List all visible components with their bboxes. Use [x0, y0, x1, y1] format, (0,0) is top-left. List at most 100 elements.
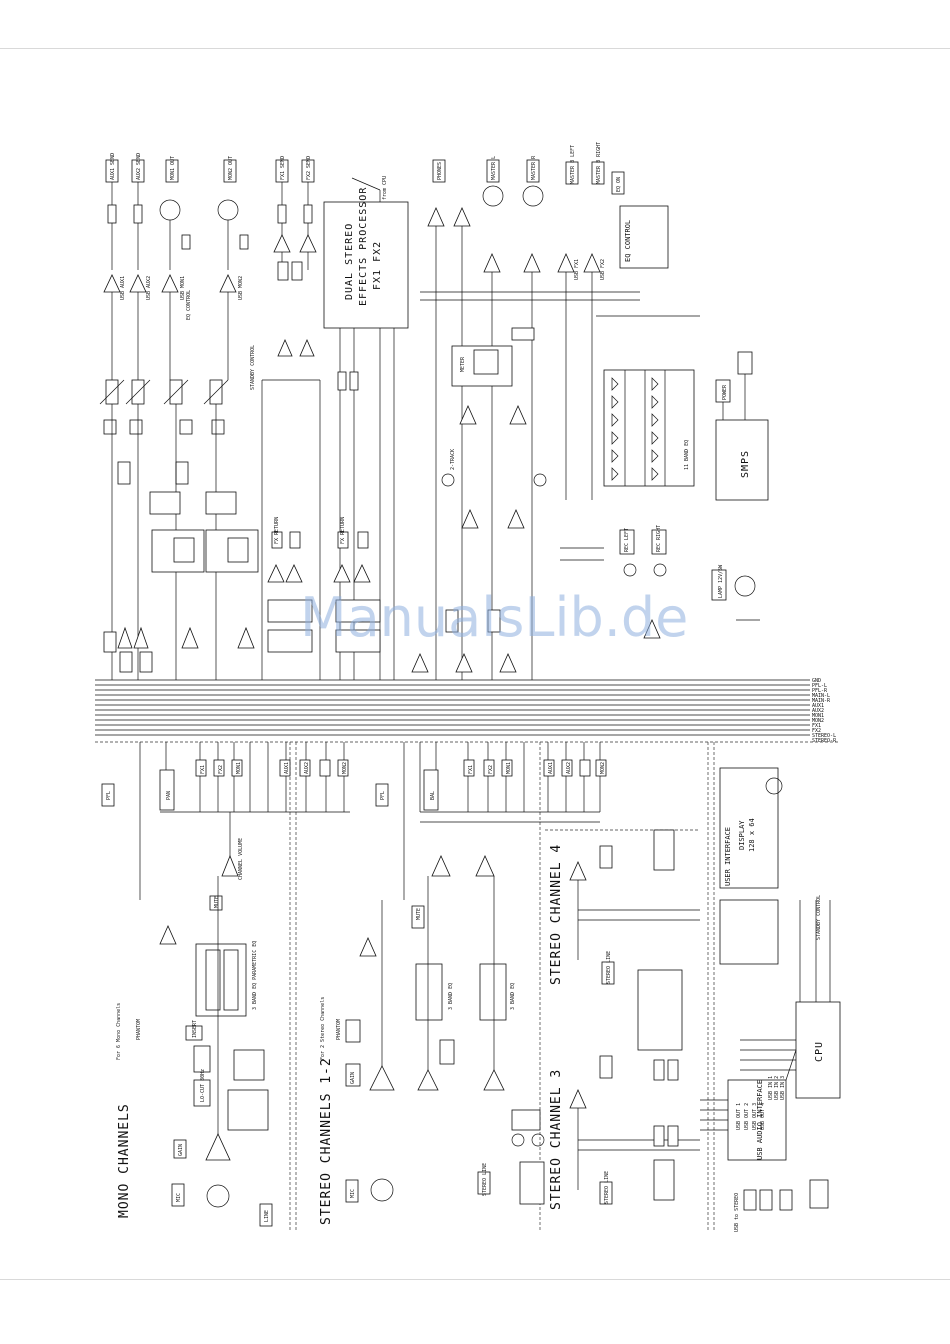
bus-label: PFL-L	[812, 683, 827, 689]
usb-fx2-label: USB FX2	[600, 259, 606, 280]
aux1-send-label: AUX1 SEND	[110, 153, 116, 180]
title-stereo-channels-12: STEREO CHANNELS 1-2	[319, 1057, 334, 1225]
master-r-label: MASTER R	[531, 155, 537, 180]
bus-label: MON1	[812, 713, 824, 719]
fx2-send-label: FX2 SEND	[306, 156, 312, 180]
fx2-label-mono: FX2	[218, 765, 224, 774]
bus-label: STEREO-R	[812, 738, 837, 744]
section-dividers	[95, 741, 840, 1232]
gain-label-st: GAIN	[350, 1072, 356, 1084]
usb-mon2-label: USB MON2	[238, 276, 244, 300]
aux1-label-mono: AUX1	[284, 762, 290, 774]
mon2-label-st: MON2	[600, 762, 606, 774]
usb-aux1-label: USB AUX1	[120, 276, 126, 300]
mon1-out-label: MON1 OUT	[170, 156, 176, 180]
aux2-label-mono: AUX2	[304, 762, 310, 774]
from-cpu-label: from CPU	[382, 176, 388, 200]
bus-label: AUX1	[812, 703, 824, 709]
title-stereo-channel-4: STEREO CHANNEL 4	[549, 844, 564, 985]
standby-control-label-2: STANDBY CONTROL	[816, 895, 822, 940]
usb-out-4-label: USB OUT 4	[760, 1103, 766, 1130]
bus-labels: GNDPFL-LPFL-RMAIN-LMAIN-RAUX1AUX2MON1MON…	[812, 678, 837, 744]
usb-in-1-label: USB IN 1	[768, 1076, 774, 1100]
fx1-send-label: FX1 SEND	[280, 156, 286, 180]
rec-left-label: REC LEFT	[624, 528, 630, 552]
bus-label: FX2	[812, 728, 821, 734]
eq-on-label: EQ ON	[616, 177, 622, 192]
master-l-label: MASTER L	[491, 156, 497, 180]
mic-label-mono: MIC	[176, 1193, 182, 1202]
mute-label-st: MUTE	[416, 908, 422, 920]
fx-processor-line2: EFFECTS PROCESSOR	[358, 187, 369, 306]
cpu-usb-ui	[700, 767, 841, 1211]
fx1-label-st: FX1	[468, 765, 474, 774]
gain-label-mono: GAIN	[178, 1144, 184, 1156]
stereo-line-label-4: STEREO LINE	[606, 951, 612, 984]
phantom-label-mono: PHANTOM	[136, 1019, 142, 1040]
mon1-label-mono: MON1	[236, 762, 242, 774]
standby-control-label: STANDBY CONTROL	[250, 345, 256, 390]
diagram-labels: MONO CHANNELS STEREO CHANNELS 1-2 STEREO…	[106, 142, 825, 1232]
mono-channel-strip	[101, 742, 350, 1227]
fx2-label-st: FX2	[488, 765, 494, 774]
usb-aux2-label: USB AUX2	[146, 276, 152, 300]
pfl-label: PFL	[106, 791, 112, 800]
mic-label-st: MIC	[350, 1189, 356, 1198]
meters-label: 11 BAND EQ	[684, 440, 690, 470]
aux2-label-st: AUX2	[566, 762, 572, 774]
mon1-label-st: MON1	[506, 762, 512, 774]
phones-label: PHONES	[437, 162, 443, 180]
aux2-send-label: AUX2 SEND	[136, 153, 142, 180]
master-b-right-label: MASTER B RIGHT	[596, 142, 602, 184]
smps-label: SMPS	[740, 450, 751, 478]
lamp-label: LAMP 12V/5W	[718, 564, 724, 598]
bus-label: MON2	[812, 718, 824, 724]
usb-out-2-label: USB OUT 2	[744, 1103, 750, 1130]
usb-audio-interface-label: USB AUDIO INTERFACE	[756, 1080, 764, 1160]
fx-processor-line3: FX1 FX2	[372, 241, 383, 290]
eq-3band-st1-label: 3 BAND EQ	[448, 983, 454, 1010]
pan-label: PAN	[166, 791, 172, 800]
bus-label: MAIN-L	[812, 693, 830, 699]
bus-label: AUX2	[812, 708, 824, 714]
rec-right-label: REC RIGHT	[656, 525, 662, 552]
usb-out-3-label: USB OUT 3	[752, 1103, 758, 1130]
channel-volume-label: CHANNEL VOLUME	[238, 838, 244, 880]
title-stereo-channel-3: STEREO CHANNEL 3	[549, 1069, 564, 1210]
user-interface-label: USER INTERFACE	[724, 827, 732, 886]
eq-control-label: EQ CONTROL	[624, 220, 632, 262]
top-page-rule	[0, 48, 950, 49]
insert-label: INSERT	[192, 1020, 198, 1038]
title-mono-channels: MONO CHANNELS	[117, 1103, 132, 1218]
usb-to-stereo-label: USB to STEREO	[734, 1193, 740, 1232]
for-2-stereo-label: For 2 Stereo Channels	[320, 997, 326, 1060]
eq-3band-mono-label: 3 BAND EQ PARAMETRIC EQ	[252, 941, 258, 1010]
smps-power	[711, 351, 769, 621]
pfl-label-st: PFL	[380, 791, 386, 800]
fx-return-label-1: FX RETURN	[274, 517, 280, 544]
for-6-mono-label: For 6 Mono Channels	[116, 1003, 122, 1060]
bus-label: FX1	[812, 723, 821, 729]
bus-label: PFL-R	[812, 688, 828, 694]
fx1-label-mono: FX1	[200, 765, 206, 774]
fx-return-label-2: FX RETURN	[340, 517, 346, 544]
master-b-left-label: MASTER B LEFT	[570, 145, 576, 184]
bottom-page-rule	[0, 1279, 950, 1280]
fx-processor	[261, 159, 409, 680]
watermark: ManualsLib.de	[300, 586, 688, 649]
meter-label: METER	[460, 356, 466, 372]
display-label-2: 128 x 64	[748, 818, 756, 852]
stereo-channel-12-strip	[345, 742, 607, 1205]
power-label: POWER	[722, 384, 728, 400]
cpu-label: CPU	[814, 1041, 825, 1062]
display-label-1: DISPLAY	[738, 820, 746, 850]
fx-processor-line1: DUAL STEREO	[344, 223, 355, 300]
line-label-mono: LINE	[264, 1210, 270, 1222]
usb-out-1-label: USB OUT 1	[736, 1103, 742, 1130]
bus-lines	[95, 679, 810, 736]
bus-label: MAIN-R	[812, 698, 831, 704]
usb-in-2-label: USB IN 2	[774, 1076, 780, 1100]
usb-mon1-label: USB MON1	[180, 276, 186, 300]
lo-cut-label: LO-CUT 80Hz	[200, 1069, 206, 1102]
usb-fx1-label: USB FX1	[574, 259, 580, 280]
